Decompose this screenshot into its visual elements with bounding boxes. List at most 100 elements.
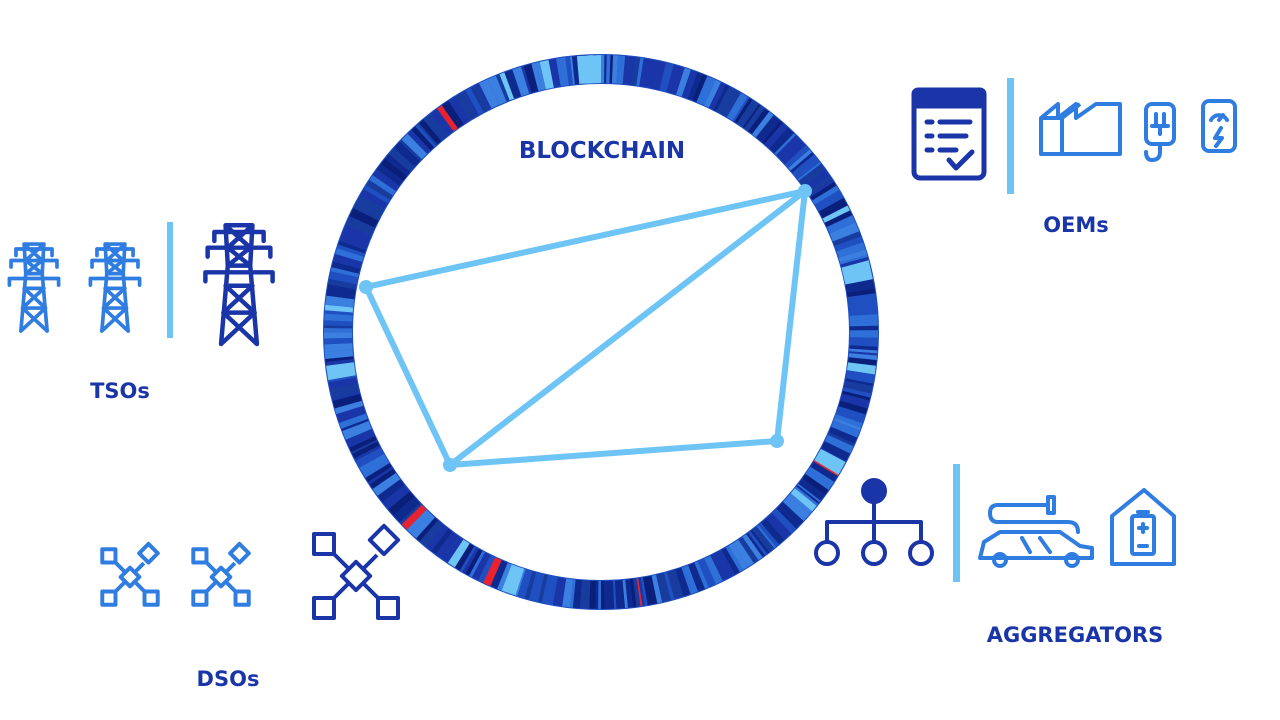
ring-segment — [776, 506, 800, 529]
ring-segment — [459, 546, 477, 572]
ring-segment — [604, 580, 615, 609]
ring-segment — [849, 330, 878, 338]
ring-segment — [798, 478, 825, 501]
ring-segment — [814, 448, 846, 475]
ring-segment — [812, 185, 839, 205]
ring-segment — [756, 115, 781, 143]
ring-segment — [814, 190, 844, 212]
ring-segment — [362, 189, 388, 206]
ring-segment — [756, 525, 776, 549]
ring-segment — [501, 564, 525, 596]
tsos-label: TSOs — [90, 379, 150, 403]
ring-segment — [807, 466, 834, 487]
ring-segment — [798, 163, 826, 187]
ring-segment — [336, 405, 366, 423]
ring-segment — [845, 370, 875, 384]
network-node — [770, 434, 784, 448]
ring-segment — [840, 393, 870, 409]
ring-segment — [818, 198, 845, 214]
ring-segment — [352, 441, 380, 459]
ring-segment — [681, 567, 693, 595]
ring-segment — [614, 580, 625, 609]
ring-segment — [696, 76, 716, 106]
ring-segment — [746, 532, 765, 557]
ring-segment — [354, 445, 381, 461]
ring-segment — [388, 148, 415, 172]
ring-segment — [521, 66, 532, 94]
ring-segment — [849, 321, 878, 327]
ring-segment — [842, 387, 872, 398]
ring-segment — [849, 348, 878, 354]
ring-segment — [324, 310, 353, 316]
ring-segment — [827, 432, 855, 447]
ring-segment — [688, 562, 705, 592]
home-battery-icon — [1110, 488, 1176, 566]
ring-segment — [401, 504, 427, 530]
network-node — [359, 280, 373, 294]
ring-segment — [380, 158, 407, 181]
ring-segment — [423, 113, 448, 141]
ring-segment — [748, 531, 768, 556]
ring-segment — [465, 87, 484, 115]
ring-segment — [847, 362, 876, 375]
ring-segment — [360, 191, 387, 210]
ring-segment — [410, 512, 435, 539]
ring-segment — [748, 108, 770, 135]
network-node — [798, 184, 812, 198]
ring-segment — [469, 551, 485, 578]
distribution-network-icon — [100, 541, 160, 607]
ring-segment — [636, 57, 644, 86]
ring-segment — [359, 454, 388, 476]
ring-segment — [774, 133, 796, 155]
ring-segment — [704, 555, 723, 585]
ring-segment — [828, 426, 858, 444]
ring-segment — [783, 495, 810, 521]
ring-segment — [406, 509, 430, 534]
ring-segment — [328, 278, 357, 290]
ring-segment — [417, 123, 438, 146]
ring-segment — [341, 418, 369, 431]
ring-segment — [845, 378, 874, 387]
ring-segment — [598, 581, 601, 609]
ring-segment — [772, 508, 797, 534]
ring-segment — [629, 578, 637, 608]
ring-segment — [668, 65, 685, 95]
ring-segment — [324, 320, 353, 326]
ring-segment — [710, 552, 730, 581]
ring-segment — [765, 513, 792, 540]
ring-segment — [368, 466, 393, 485]
ring-segment — [732, 539, 754, 567]
ring-segment — [760, 518, 785, 545]
ring-segment — [447, 539, 470, 568]
ring-segment — [411, 126, 435, 151]
ring-segment — [324, 332, 353, 339]
ring-segment — [847, 293, 876, 301]
network-node — [443, 458, 457, 472]
ring-segment — [638, 577, 645, 606]
ring-segment — [342, 421, 372, 440]
ring-segment — [666, 64, 677, 93]
ring-segment — [471, 552, 488, 579]
ring-segment — [848, 305, 878, 316]
dsos-group: DSOs — [100, 523, 401, 691]
ring-segment — [324, 343, 353, 352]
ring-segment — [462, 547, 479, 574]
ring-segment — [517, 569, 533, 599]
ring-segment — [499, 72, 515, 101]
ring-segment — [504, 69, 522, 99]
blockchain-ring — [323, 54, 879, 610]
ring-segment — [750, 529, 770, 554]
transmission-tower-icon — [88, 242, 142, 333]
ring-segment — [465, 549, 483, 576]
ring-segment — [430, 108, 454, 136]
ring-segment — [676, 67, 691, 97]
ring-segment — [820, 200, 848, 219]
ring-segment — [349, 436, 377, 452]
ring-segment — [330, 383, 360, 399]
ring-segment — [463, 90, 479, 116]
ring-segment — [399, 139, 422, 161]
ring-segment — [324, 313, 353, 322]
ring-segment — [528, 572, 545, 602]
ring-segment — [790, 488, 817, 512]
ring-segment — [523, 63, 539, 93]
